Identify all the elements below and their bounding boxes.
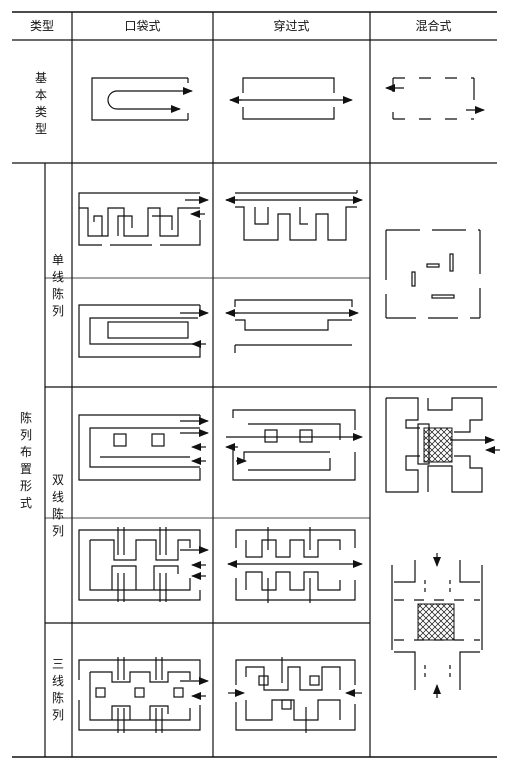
single-through-rect [225, 299, 359, 353]
header-mixed: 混合式 [415, 19, 452, 33]
row-label-basic: 基本类型 [34, 71, 47, 136]
mixed-through [391, 553, 483, 698]
header-pocket: 口袋式 [124, 19, 161, 33]
double-pocket-complex [78, 527, 209, 602]
single-pocket-rect [78, 304, 209, 358]
double-pocket [78, 414, 209, 481]
row-label-double: 双线陈列 [51, 473, 64, 538]
triple-pocket [78, 657, 209, 733]
header-through: 穿过式 [273, 19, 310, 33]
row-label-single: 单线陈列 [51, 253, 64, 318]
double-through-complex [227, 527, 363, 603]
basic-pocket [91, 77, 193, 121]
row-label-triple: 三线陈列 [51, 657, 64, 722]
header-type: 类型 [29, 19, 54, 33]
double-through [225, 409, 363, 481]
mixed-single [385, 229, 481, 319]
mixed-double [385, 397, 500, 493]
single-pocket-comb [78, 192, 209, 246]
single-through-comb [225, 190, 363, 241]
triple-through [228, 657, 362, 733]
basic-through [229, 77, 353, 120]
basic-mixed [385, 77, 485, 120]
table-grid [12, 11, 497, 758]
row-label-arrangement: 陈列布置形式 [19, 411, 32, 510]
